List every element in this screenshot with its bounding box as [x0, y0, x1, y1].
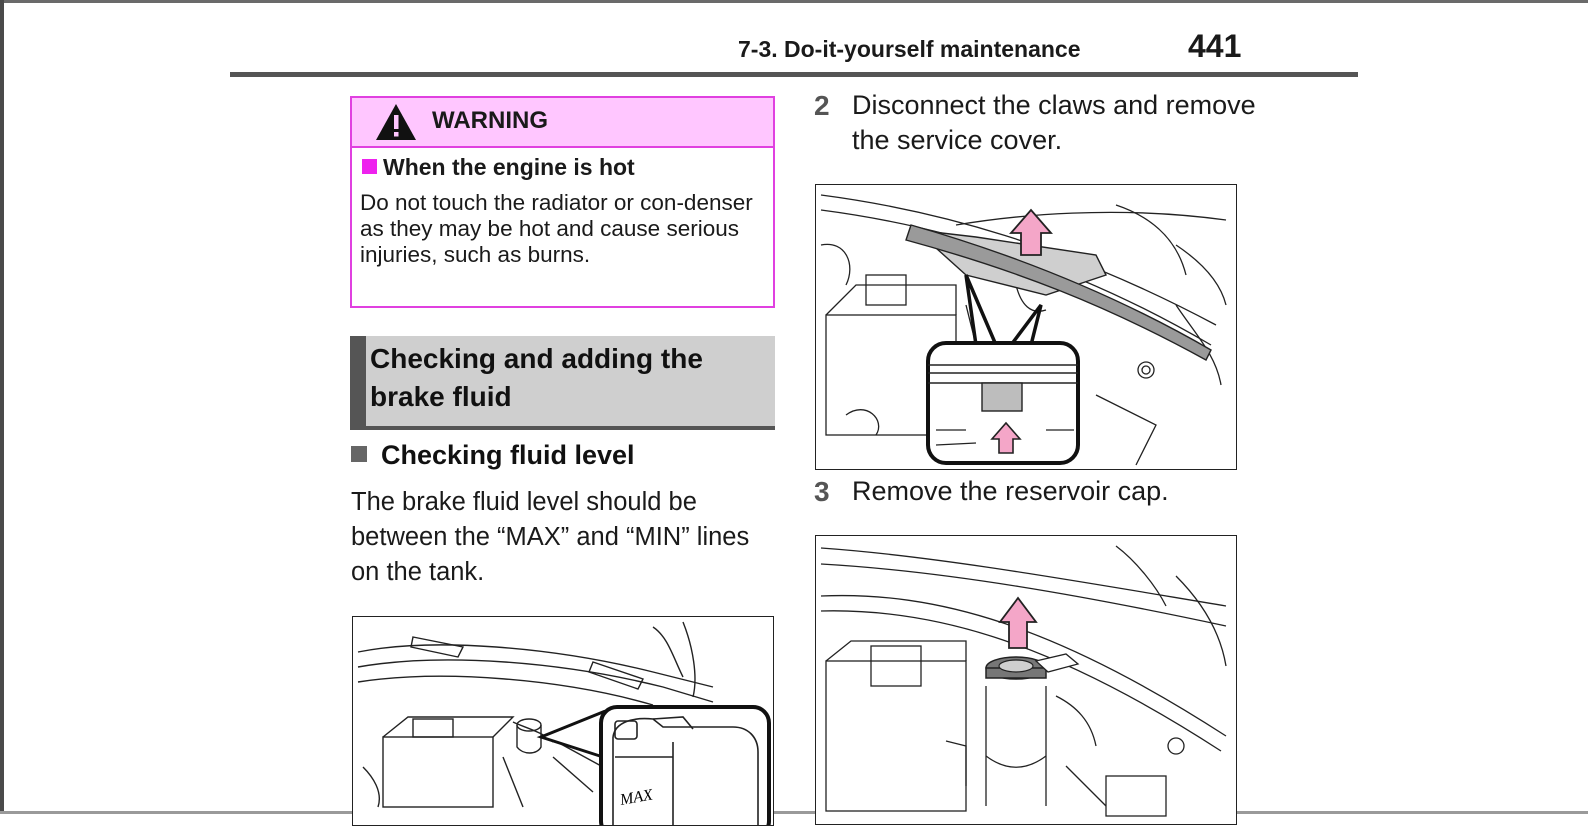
reservoir-cap-illustration: [820, 545, 1227, 817]
step-3: 3 Remove the reservoir cap.: [814, 474, 1274, 510]
magenta-square-icon: [362, 159, 377, 174]
warning-box: WARNING When the engine is hot Do not to…: [350, 96, 775, 308]
subheading-text: Checking fluid level: [381, 440, 635, 470]
page-number: 441: [1188, 28, 1242, 64]
step-2: 2 Disconnect the claws and remove the se…: [814, 88, 1274, 160]
warning-header: WARNING: [352, 98, 773, 148]
warning-subtitle-text: When the engine is hot: [383, 154, 635, 180]
max-line-label: MAX: [618, 786, 656, 809]
section-heading: Checking and adding the brake fluid: [350, 336, 775, 430]
section-heading-bar: [350, 336, 366, 426]
viewer-frame-top: [0, 0, 1588, 3]
section-heading-text: Checking and adding the brake fluid: [370, 343, 703, 412]
header-rule: [230, 72, 1358, 77]
subheading: Checking fluid level: [351, 440, 635, 471]
step-3-number: 3: [814, 476, 830, 507]
warning-subtitle: When the engine is hot: [362, 154, 635, 181]
step-2-number: 2: [814, 90, 830, 121]
warning-body: Do not touch the radiator or con-denser …: [360, 190, 753, 267]
viewer-frame-left: [0, 0, 4, 814]
engine-bay-illustration: MAX: [357, 621, 771, 825]
fluid-level-text: The brake fluid level should be between …: [351, 488, 750, 586]
service-cover-illustration: [820, 194, 1227, 466]
reservoir-cap-figure: [815, 535, 1237, 825]
warning-triangle-icon: [376, 104, 416, 140]
brake-fluid-reservoir-figure: MAX: [352, 616, 774, 826]
step-2-text: Disconnect the claws and remove the serv…: [852, 90, 1256, 155]
step-3-text: Remove the reservoir cap.: [852, 476, 1169, 506]
gray-square-icon: [351, 446, 367, 462]
running-header-section: 7-3. Do-it-yourself maintenance: [738, 36, 1081, 62]
viewer-frame-bottom: [0, 811, 1588, 814]
warning-title: WARNING: [432, 107, 548, 134]
service-cover-figure: [815, 184, 1237, 470]
